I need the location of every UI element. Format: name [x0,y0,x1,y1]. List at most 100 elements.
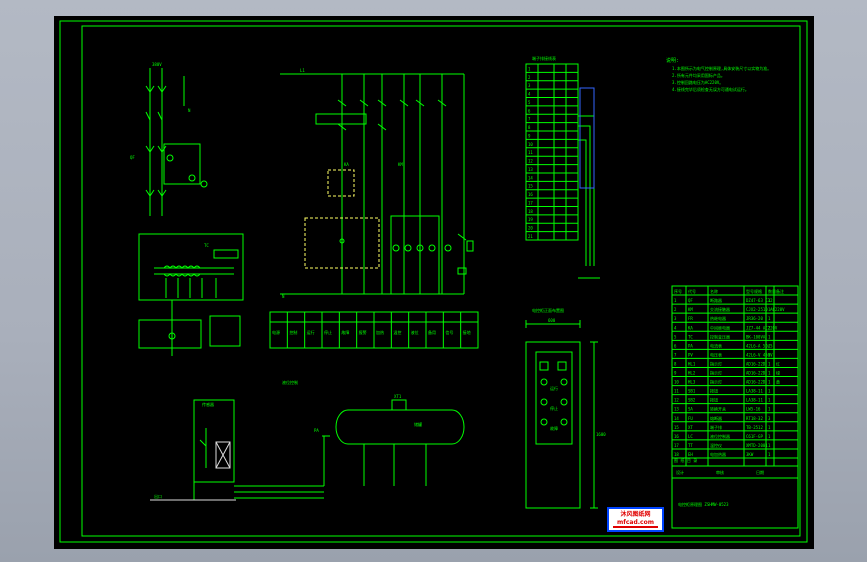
bom-cell: 中间继电器 [710,324,730,330]
bom-cell: 17 [674,443,679,448]
transformer-box [138,233,244,301]
bom-cell: SB1 [688,389,696,394]
cabinet-width-label: 600 [548,318,556,323]
function-label: 温控 [393,329,401,335]
bom-cell: 1 [768,316,771,321]
inner-border [81,25,801,537]
bom-cell: 1 [768,389,771,394]
bom-cell: LA38-11 [746,398,763,403]
note-2: 2.所有元件均采用国标产品。 [672,72,725,78]
terminal-row-number: 5 [528,100,531,105]
notes-title: 说明: [666,57,679,64]
function-label: 备用 [428,329,436,335]
bom-cell: 热继电器 [710,315,726,321]
bom-cell: XMTD-2001 [746,443,768,448]
bom-cell: 按钮 [710,388,718,394]
function-label: 液位 [411,329,419,335]
bom-cell: 1 [768,452,771,457]
bom-cell: AD16-22D [746,380,766,385]
probe-label: PA [314,428,319,433]
controller-dashed-box [304,217,380,269]
bom-cell: LW5-16 [746,407,761,412]
bom-cell: 10 [674,380,679,385]
bom-footer-cell: 日期 [756,469,764,475]
relay-dashed-box [327,169,355,197]
bom-cell: 2 [768,325,771,330]
control-circuit: L1 KA KM N [280,68,474,299]
bom-cell: EH [688,452,693,457]
bom-cell: 6 [674,343,677,348]
terminal-row-number: 6 [528,108,531,113]
bom-cell: XT [688,425,693,430]
function-label: 电源 [272,329,280,335]
bom-cell: 温控仪 [710,442,722,448]
drawing-canvas[interactable]: 380V QF N TC L1 [54,16,814,549]
terminal-row-number: 19 [528,217,533,222]
bom-cell: 按钮 [710,397,718,403]
cabinet-lamp [540,378,548,386]
bom-cell: 7 [674,352,677,357]
relay-label: KA [344,162,349,167]
bom-cell: 端子排 [710,424,722,430]
terminal-row-number: 12 [528,159,533,164]
bom-company: 图 纸 目 录 [674,457,697,463]
cabinet-lamp [560,398,568,406]
bom-footer-cell: 审核 [716,469,724,475]
bom-cell: 16 [674,434,679,439]
bom-cell: TB-2512 [746,425,763,430]
cabinet-lamp-label: 停止 [550,405,558,411]
bom-cell: DZ47-63 C32 [746,298,773,303]
bom-cell: 指示灯 [710,360,722,366]
bom-cell: 3KW [746,452,754,457]
bom-cell: 1 [768,371,771,376]
bom-header-cell: 备注 [776,288,784,294]
terminal-row-number: 4 [528,92,531,97]
bom-cell: 12 [674,398,679,403]
function-label: 停止 [324,329,332,335]
cabinet-lamp [560,418,568,426]
main-bus-label: L1 [300,68,305,73]
bom-cell: 交流接触器 [710,306,730,312]
bom-cell: 42L6-V 450V [746,352,773,357]
bom-cell: FR [688,316,693,321]
terminal-row-number: 11 [528,150,533,155]
function-label: 故障 [341,329,349,335]
bom-cell: 1 [768,361,771,366]
bom-cell: 42L6-A 50/5 [746,343,773,348]
terminal-row-number: 16 [528,192,533,197]
terminal-row-number: 20 [528,226,533,231]
terminal-row-number: 15 [528,184,533,189]
bom-cell: 液位控制器 [710,433,730,439]
bom-cell: 黄 [776,379,780,385]
bom-cell: 电加热器 [710,451,726,457]
bom-cell: 14 [674,416,679,421]
bom-cell: 1 [768,307,771,312]
bom-cell: PV [688,352,693,357]
bom-cell: 15 [674,425,679,430]
bom-cell: 2 [674,307,677,312]
level-control-diagram: 液位控制 传感器 出口 PA 储罐 XT1 [150,379,465,501]
bom-cell: 1 [674,298,677,303]
cabinet-lamp [540,398,548,406]
terminal-row-number: 21 [528,234,533,239]
power-circuit: 380V QF N TC [130,62,244,356]
notes-block: 说明: 1.本图所示为电气控制原理,具体安装尺寸以实物为准。 2.所有元件均采用… [666,57,771,92]
bom-cell: 5 [674,334,677,339]
terminal-row-number: 18 [528,209,533,214]
tank-label: 储罐 [414,421,422,427]
bom-header-cell: 型号规格 [746,288,762,294]
bom-cell: 1 [768,352,771,357]
note-3: 3.控制回路电压为AC220V。 [672,79,723,85]
transformer-label: TC [204,243,209,248]
note-1: 1.本图所示为电气控制原理,具体安装尺寸以实物为准。 [672,65,771,71]
bom-cell: AD16-22D [746,371,766,376]
bom-cell: KA [688,325,693,330]
bom-cell: 1 [768,443,771,448]
bom-cell: LA38-11 [746,389,763,394]
bom-cell: 4 [674,325,677,330]
bom-cell: SA [688,407,693,412]
terminal-row-number: 10 [528,142,533,147]
outlet-label: 出口 [154,493,162,499]
